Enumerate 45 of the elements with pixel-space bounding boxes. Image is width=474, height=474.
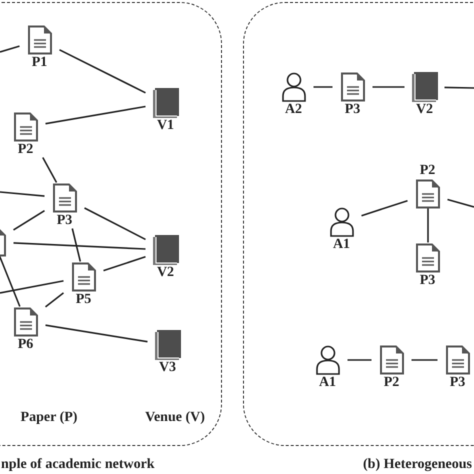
connector-line [13, 242, 146, 250]
column-heading: Paper (P) [20, 410, 78, 426]
connector-line [314, 86, 332, 88]
node-label: V2 [416, 102, 434, 118]
connector-line [42, 157, 58, 183]
node-label: V1 [156, 118, 174, 134]
node-label: V3 [158, 360, 176, 376]
node-label: P2 [18, 142, 34, 158]
caption: nple of academic network [1, 457, 155, 473]
connector-line [0, 45, 20, 53]
node-label: P1 [32, 54, 48, 70]
connector-line [361, 200, 408, 216]
connector-line [348, 359, 372, 361]
caption: (b) Heterogeneous [363, 457, 472, 473]
connector-line [45, 292, 64, 308]
connector-line [72, 228, 82, 262]
connector-line [427, 208, 429, 242]
connector-line [0, 256, 21, 307]
connector-line [84, 207, 146, 240]
connector-line [0, 280, 64, 294]
connector-line [13, 210, 45, 231]
connector-line [103, 256, 146, 272]
node-label: P6 [18, 336, 34, 352]
column-heading: Venue (V) [145, 410, 205, 426]
node-label: P3 [450, 374, 466, 390]
node-label: P5 [76, 292, 92, 308]
connector-line [45, 324, 148, 342]
node-label: P3 [420, 272, 436, 288]
connector-line [447, 198, 474, 208]
dashed-panel [0, 2, 222, 446]
connector-line [59, 49, 146, 94]
node-label: V2 [156, 264, 174, 280]
connector-line [372, 86, 404, 88]
node-label: A1 [318, 374, 336, 390]
connector-line [444, 86, 474, 89]
node-label: A2 [284, 102, 302, 118]
node-label: P3 [56, 212, 72, 228]
connector-line [412, 359, 438, 361]
node-label: P2 [384, 374, 400, 390]
connector-line [0, 191, 45, 197]
node-label: P2 [420, 162, 436, 178]
dashed-panel [243, 2, 474, 446]
node-label: P3 [344, 102, 360, 118]
connector-line [45, 106, 146, 124]
node-label: A1 [332, 236, 350, 252]
